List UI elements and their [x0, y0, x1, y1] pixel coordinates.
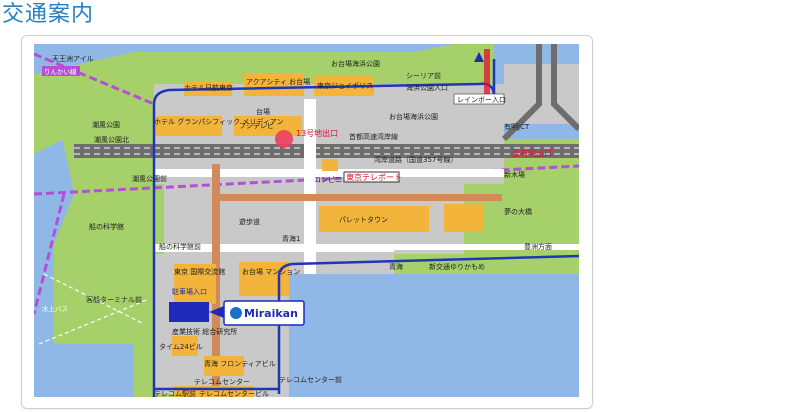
miraikan-callout[interactable]: Miraikan	[209, 300, 305, 326]
label-tennozu: 天王洲アイル	[52, 55, 94, 63]
bldg-palette-town	[319, 206, 429, 232]
bldg-telecom	[174, 386, 254, 397]
ferry-route-2	[38, 298, 150, 345]
access-map[interactable]: 天王洲アイル りんかい線 お台場海浜公園 ホテル日航東京 アクアシティ お台場 …	[34, 44, 579, 397]
yurikamome-line	[277, 254, 579, 394]
map-svg: 天王洲アイル りんかい線 お台場海浜公園 ホテル日航東京 アクアシティ お台場 …	[34, 44, 579, 397]
road-central	[304, 99, 316, 274]
rinkai-line-north	[34, 52, 155, 106]
label-conveni: コンビニ	[314, 175, 342, 184]
north-arrow-icon	[474, 52, 484, 62]
road-wangan	[154, 169, 504, 177]
bldg-aquacity	[244, 74, 304, 96]
bldg-conveni	[322, 159, 338, 171]
label-mansion: お台場 マンション	[242, 267, 300, 276]
label-shutoko-exit: 13号地出口	[296, 128, 338, 138]
label-toyosu: 豊洲方面	[524, 242, 552, 251]
bldg-grand-pacific	[154, 116, 222, 136]
label-miraikan: Miraikan	[244, 307, 298, 320]
label-shiokaze-park: 潮風公園	[92, 120, 120, 129]
label-seaside: シーリア前	[406, 71, 441, 80]
aomi-block	[244, 276, 289, 397]
label-joypolis: 東京ジョイポリス	[317, 81, 373, 90]
label-aist: 産業技術 総合研究所	[172, 327, 237, 336]
label-ariake-exit: 至有明出口	[512, 148, 552, 158]
map-card: 天王洲アイル りんかい線 お台場海浜公園 ホテル日航東京 アクアシティ お台場 …	[21, 35, 593, 409]
label-rainbow-iriguchi: レインボー入口	[457, 96, 506, 104]
ariake-jct-road	[501, 44, 579, 142]
label-wangan-road: 湾岸道路（国道357号線）	[374, 155, 457, 164]
label-palette-town: パレットタウン	[339, 215, 388, 224]
label-odaiba-kaihin-park: お台場海浜公園	[331, 59, 380, 68]
south-sea	[289, 274, 579, 397]
shutoko-exit-marker	[275, 130, 293, 148]
label-daiba: 台場	[256, 107, 270, 116]
label-rinkai: りんかい線	[44, 67, 77, 76]
miraikan-building	[169, 302, 209, 322]
bldg-mansion	[239, 262, 289, 296]
page-title: 交通案内	[2, 2, 95, 27]
label-kokusai: 東京 国際交流館	[174, 267, 225, 276]
bldg-east	[444, 204, 484, 232]
label-yurikamome: 新交通ゆりかもめ	[429, 262, 485, 271]
bldg-kokusai	[174, 264, 216, 304]
miraikan-logo-icon	[230, 307, 242, 319]
label-fune-kagakukan-mae: 船の科学館前	[159, 242, 201, 251]
label-fujitv: フジテレビ	[239, 121, 274, 130]
bldg-frontier	[204, 356, 244, 376]
label-shiokaze-south: 潮風公園前	[132, 174, 167, 183]
label-aquacity: アクアシティ お台場	[246, 77, 310, 86]
label-kaihin-iriguchi: 海浜公園入口	[406, 83, 448, 92]
label-parking: 駐車場入口	[172, 287, 207, 296]
label-aomi1: 青海1	[282, 234, 300, 243]
label-shutoko-wangan: 首都高速湾岸線	[349, 132, 398, 141]
ferry-route	[43, 273, 145, 325]
label-suijo-bus: 水上バス	[42, 304, 68, 313]
label-ariake-jct: 有明JCT	[504, 122, 530, 131]
promenade-north	[212, 194, 502, 201]
label-yuhodo: 遊歩道	[239, 217, 260, 226]
label-teleport: 東京テレポート	[346, 172, 402, 182]
label-odaiba-kaihin-eki: お台場海浜公園	[389, 112, 438, 121]
bldg-time24	[172, 336, 198, 356]
rinkai-line	[34, 164, 579, 196]
label-grand-pacific: ホテル グランパシフィック メリディアン	[154, 117, 284, 126]
bldg-teleport	[343, 171, 400, 183]
rinkai-line-south	[34, 193, 66, 315]
label-aomi: 青海	[389, 262, 403, 271]
label-hotel-nikko: ホテル日航東京	[184, 83, 233, 92]
label-yumenoohashi: 夢の大橋	[504, 207, 532, 216]
road-east	[394, 244, 579, 250]
label-shiokaze-north: 潮風公園北	[94, 135, 129, 144]
label-telecom-bldg: テレコムセンタービル	[199, 389, 269, 397]
road-aomi	[154, 244, 394, 252]
label-shinkiba: 新木場	[504, 170, 525, 179]
bus-route-north	[152, 59, 496, 397]
label-telecom-eki: テレコム駅前	[154, 389, 196, 397]
rainbow-bridge-road	[484, 49, 490, 99]
label-telecom-center: テレコムセンター	[194, 377, 250, 386]
expressway	[74, 144, 579, 158]
label-aomi-frontier: 青海 フロンティアビル	[204, 359, 276, 368]
label-kaiyo-terminal: 客船ターミナル前	[86, 295, 142, 304]
label-time24: タイム24ビル	[159, 342, 203, 351]
label-museum-ship: 船の科学館	[89, 222, 124, 231]
label-telecom-center-mae: テレコムセンター前	[279, 375, 342, 384]
